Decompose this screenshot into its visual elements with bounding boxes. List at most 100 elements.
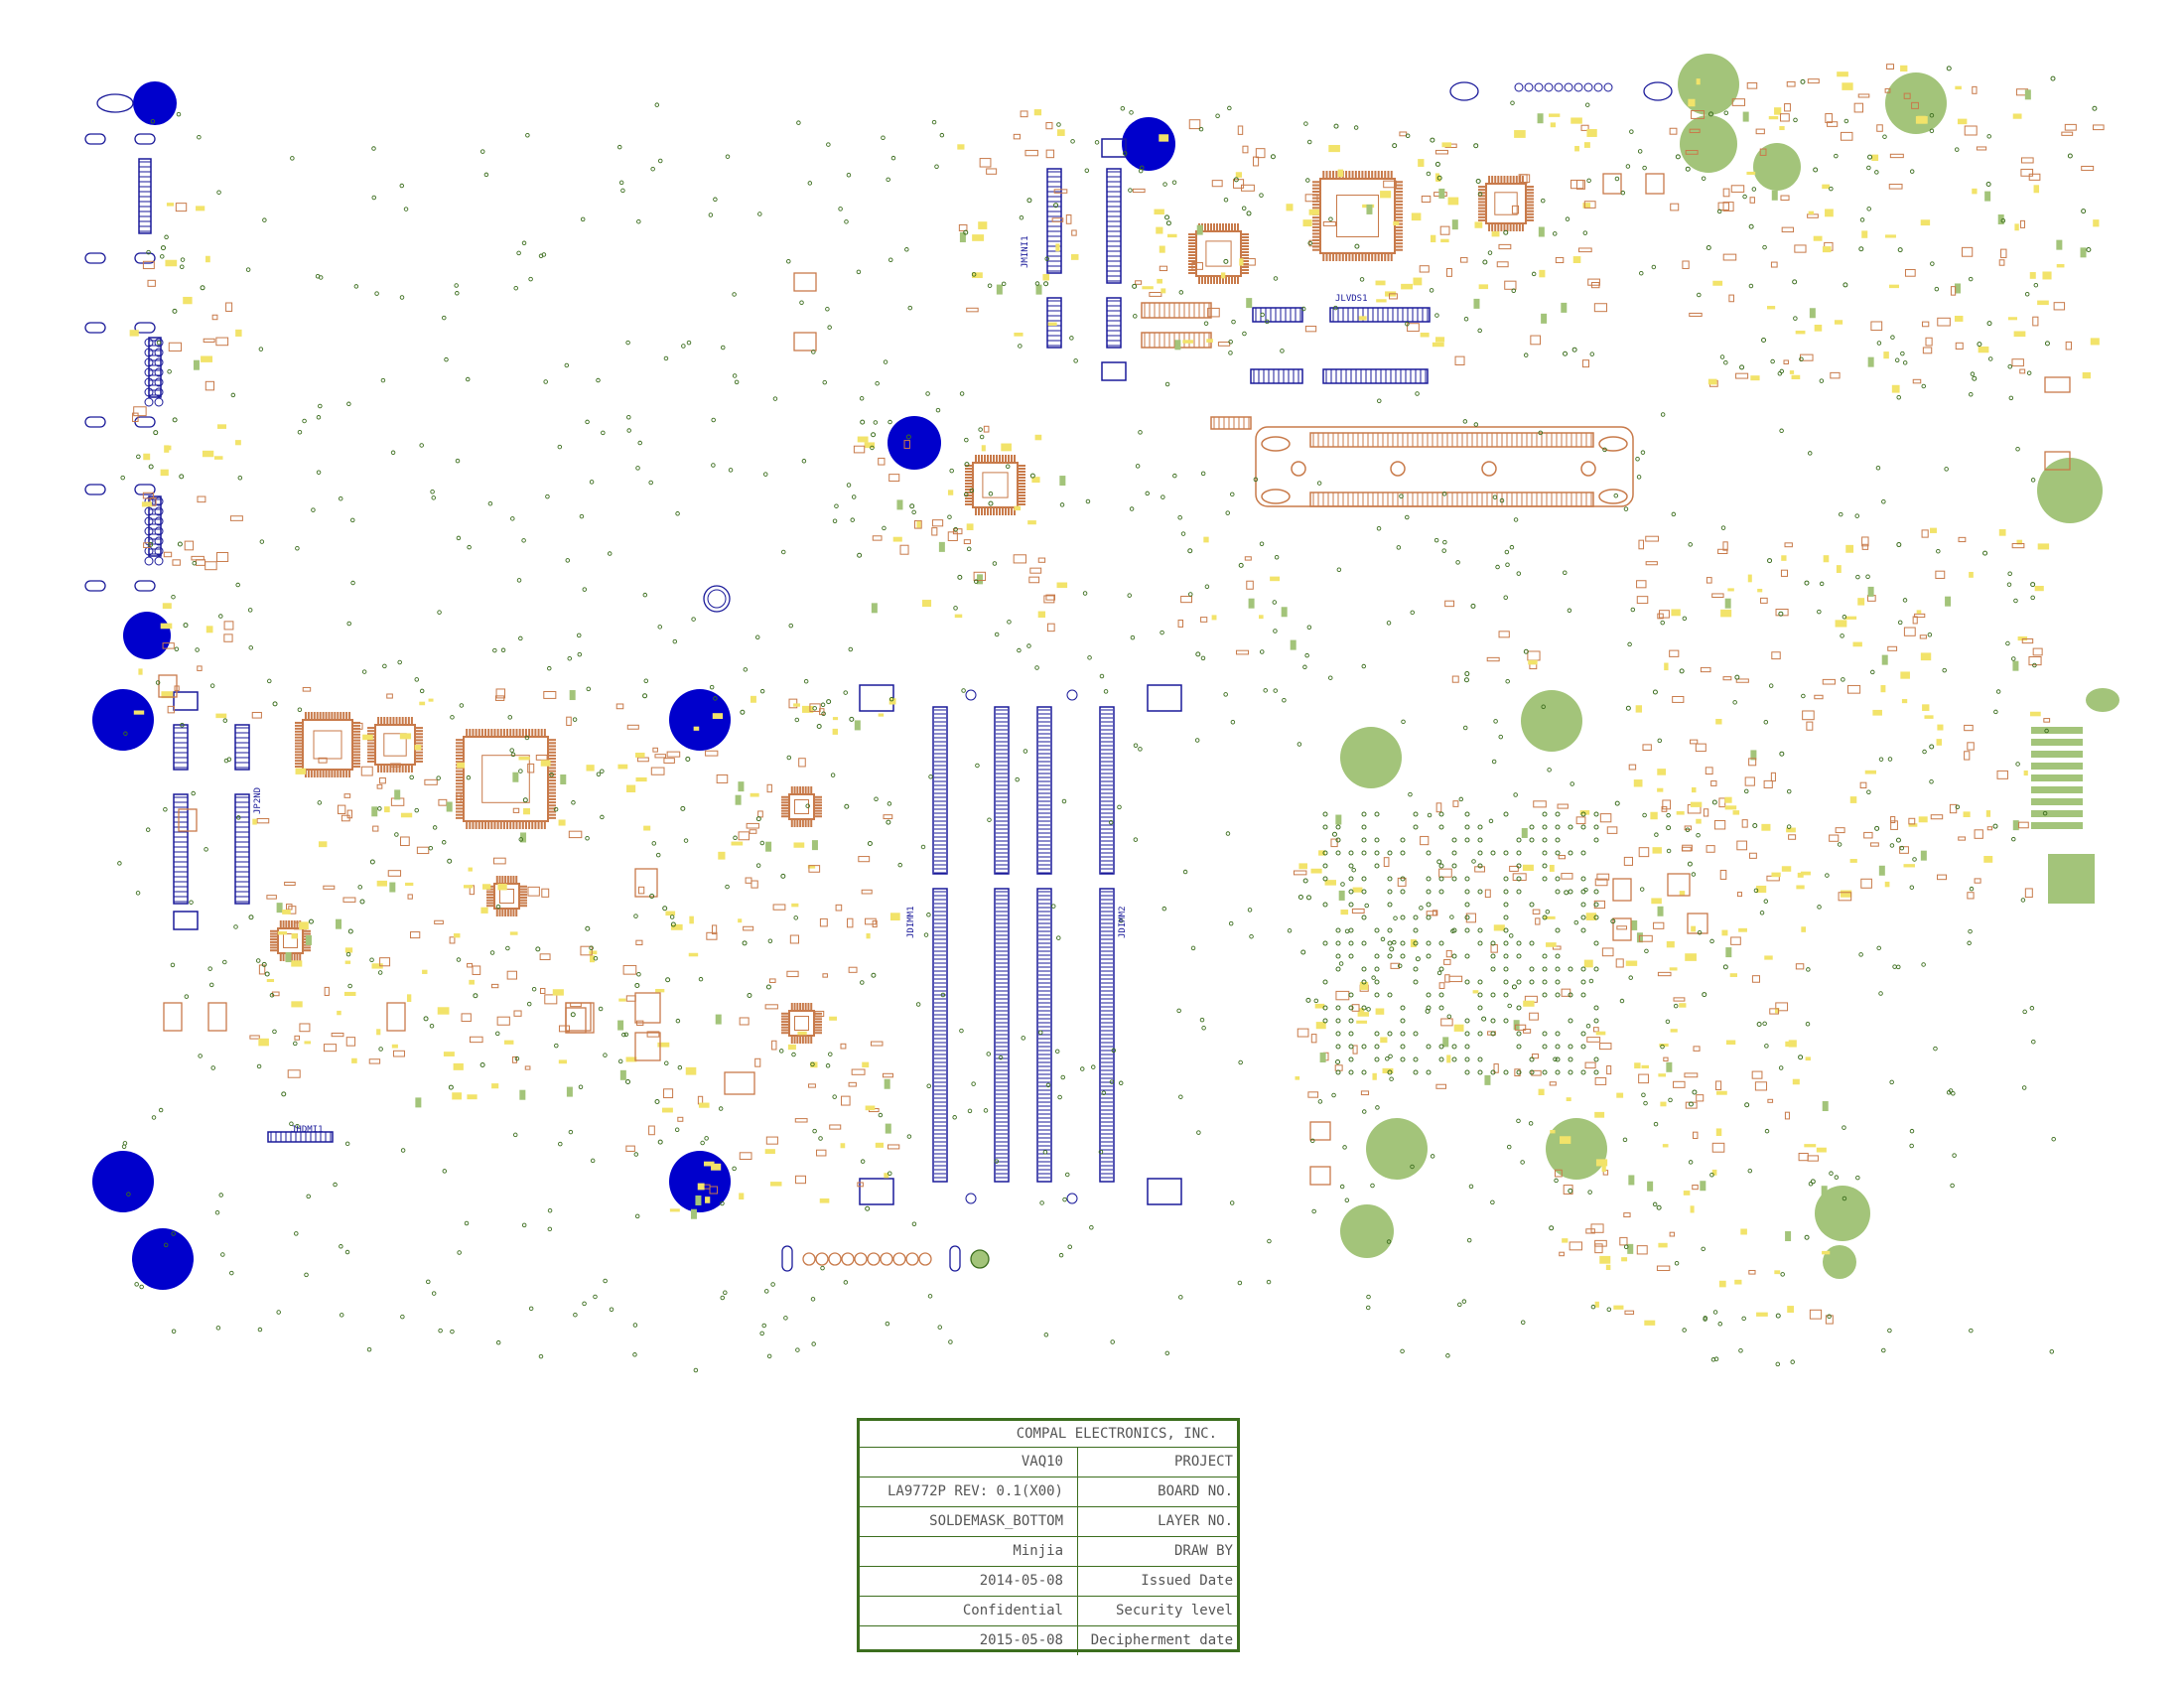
- qfp-chip: [486, 876, 527, 916]
- thermal-pad: [1647, 1181, 1654, 1192]
- silkscreen-mark: [1220, 272, 1226, 279]
- silkscreen-mark: [954, 614, 963, 619]
- smd-pad: [1594, 1076, 1607, 1085]
- via: [1335, 927, 1341, 933]
- silkscreen-mark: [400, 812, 413, 818]
- smd-pad: [663, 758, 675, 764]
- smd-pad: [1749, 197, 1755, 204]
- connector-pin: [144, 348, 154, 357]
- via: [664, 1060, 669, 1066]
- via: [1580, 1031, 1586, 1037]
- via: [1317, 1099, 1323, 1104]
- via: [382, 663, 387, 669]
- via: [747, 993, 752, 999]
- silkscreen-mark: [1652, 847, 1662, 854]
- smd-pad: [1748, 1269, 1756, 1275]
- via: [767, 938, 773, 944]
- via: [1263, 688, 1268, 693]
- smd-pad: [1781, 226, 1795, 233]
- silkscreen-mark: [738, 918, 743, 923]
- via: [1504, 549, 1510, 555]
- via: [419, 443, 424, 448]
- via: [1062, 1196, 1067, 1202]
- via: [1490, 940, 1496, 946]
- via: [247, 608, 253, 613]
- connector-pin: [1573, 82, 1583, 92]
- via: [306, 1194, 311, 1199]
- via: [267, 678, 272, 684]
- via: [1498, 734, 1503, 740]
- via: [1516, 1118, 1521, 1124]
- smd-pad: [1496, 261, 1509, 268]
- via: [704, 1136, 709, 1141]
- smd-pad: [625, 995, 636, 1002]
- via: [1881, 1347, 1886, 1353]
- via: [1200, 655, 1206, 661]
- via: [964, 437, 969, 443]
- via: [1503, 940, 1509, 946]
- edge-finger: [2031, 822, 2083, 829]
- smd-pad: [1531, 1054, 1540, 1059]
- via: [1335, 940, 1341, 946]
- via: [1282, 698, 1287, 703]
- via: [1039, 1200, 1044, 1205]
- smd-pad: [739, 1152, 752, 1161]
- silkscreen-mark: [1840, 890, 1852, 898]
- via: [825, 1063, 831, 1068]
- via: [192, 560, 197, 566]
- smd-pad: [626, 724, 639, 730]
- via: [820, 702, 826, 708]
- silkscreen-mark: [129, 330, 139, 337]
- via: [674, 1127, 680, 1133]
- via: [1458, 796, 1464, 802]
- via: [1807, 451, 1813, 456]
- smd-pad: [496, 1016, 510, 1026]
- via: [1568, 1069, 1573, 1075]
- connector-pin: [154, 506, 164, 516]
- via: [888, 696, 894, 702]
- via: [1348, 1018, 1354, 1024]
- connector-pin: [1593, 82, 1603, 92]
- via: [1622, 1137, 1628, 1143]
- smd-pad: [438, 798, 448, 806]
- silkscreen-mark: [1594, 1301, 1599, 1308]
- thermal-pad: [560, 774, 567, 784]
- smd-pad: [195, 559, 205, 566]
- smd-pad: [2028, 656, 2042, 666]
- smd-pad: [2021, 637, 2034, 644]
- via: [1552, 231, 1558, 236]
- via: [1342, 1145, 1347, 1150]
- via: [1792, 279, 1798, 285]
- via: [778, 1049, 784, 1054]
- via: [524, 735, 530, 741]
- silkscreen-mark: [1356, 1020, 1368, 1024]
- via: [189, 900, 194, 905]
- via: [1992, 823, 1998, 829]
- via: [935, 407, 941, 413]
- via: [636, 218, 641, 224]
- thermal-pad: [1290, 639, 1297, 650]
- via: [663, 355, 669, 361]
- via: [681, 344, 686, 349]
- via: [1385, 1056, 1390, 1061]
- via: [755, 816, 761, 822]
- via: [1387, 953, 1393, 959]
- silkscreen-mark: [1816, 1147, 1827, 1153]
- via: [911, 509, 916, 515]
- silkscreen-mark: [589, 950, 598, 955]
- via: [1451, 876, 1457, 882]
- via: [1511, 984, 1517, 990]
- via: [887, 801, 892, 806]
- smd-pad: [1523, 1029, 1532, 1034]
- smd-pad: [1636, 1245, 1648, 1255]
- via: [1410, 1164, 1415, 1170]
- via: [1464, 671, 1470, 677]
- silkscreen-mark: [1835, 620, 1847, 628]
- via: [1946, 66, 1952, 71]
- smd-pad: [1013, 554, 1026, 564]
- via: [1580, 902, 1586, 908]
- via: [927, 1294, 933, 1299]
- thermal-pad: [285, 952, 292, 963]
- smd-pad: [1445, 949, 1452, 958]
- via: [582, 1301, 587, 1307]
